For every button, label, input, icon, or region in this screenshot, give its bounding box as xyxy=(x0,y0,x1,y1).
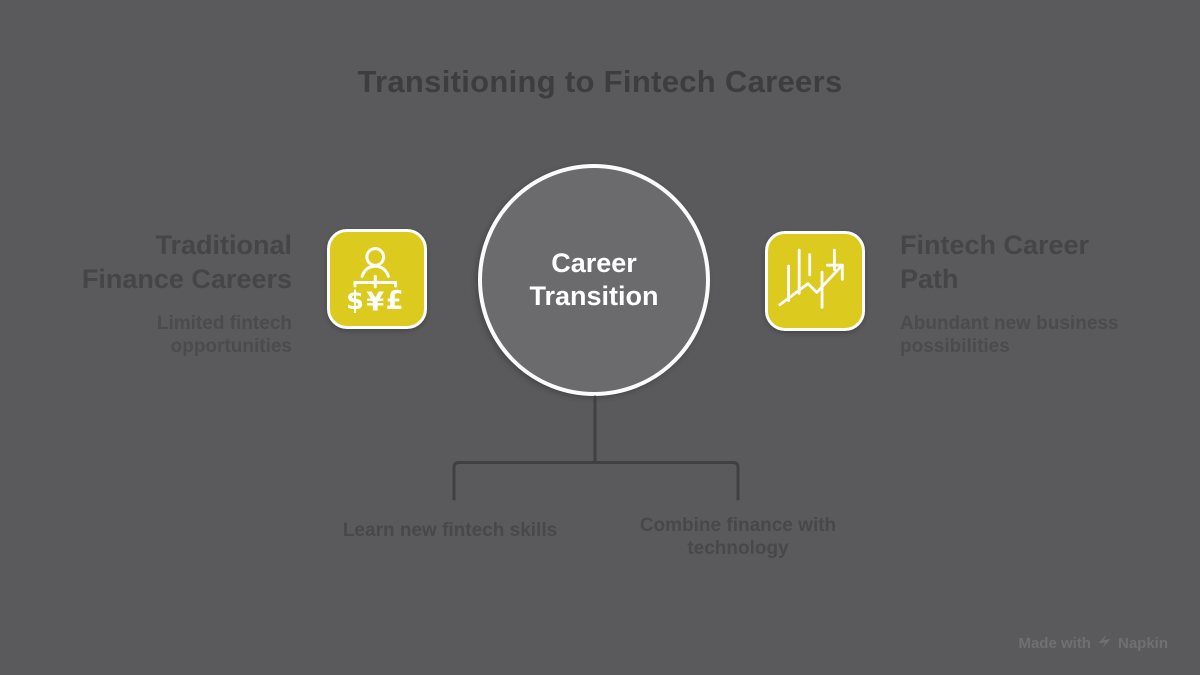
left-node-heading: Traditional Finance Careers xyxy=(81,230,292,294)
person-currency-icon: $ ¥ £ xyxy=(333,235,421,323)
svg-text:¥: ¥ xyxy=(366,288,384,318)
traditional-finance-node: $ ¥ £ xyxy=(327,229,427,329)
branch-label-learn-skills: Learn new fintech skills xyxy=(342,520,558,541)
right-node-description: Abundant new business possibilities xyxy=(900,313,1119,357)
watermark-brand: Napkin xyxy=(1117,635,1168,652)
growth-chart-icon xyxy=(771,237,859,325)
svg-text:$: $ xyxy=(346,286,364,316)
right-node-text: Fintech Career Path Abundant new busines… xyxy=(900,228,1124,358)
left-node-description: Limited fintech opportunities xyxy=(156,313,292,357)
career-transition-node: Career Transition xyxy=(478,164,710,396)
watermark-prefix: Made with xyxy=(1018,635,1091,652)
svg-text:£: £ xyxy=(386,286,404,316)
napkin-logo-icon xyxy=(1097,634,1112,653)
career-transition-label: Career Transition xyxy=(529,248,659,311)
right-node-heading: Fintech Career Path xyxy=(900,230,1090,294)
branch-label-combine-finance: Combine finance with technology xyxy=(639,515,837,559)
watermark: Made with Napkin xyxy=(1018,634,1168,653)
left-node-text: Traditional Finance Careers Limited fint… xyxy=(80,228,292,358)
fintech-career-node xyxy=(765,231,865,331)
page-title: Transitioning to Fintech Careers xyxy=(357,64,843,99)
